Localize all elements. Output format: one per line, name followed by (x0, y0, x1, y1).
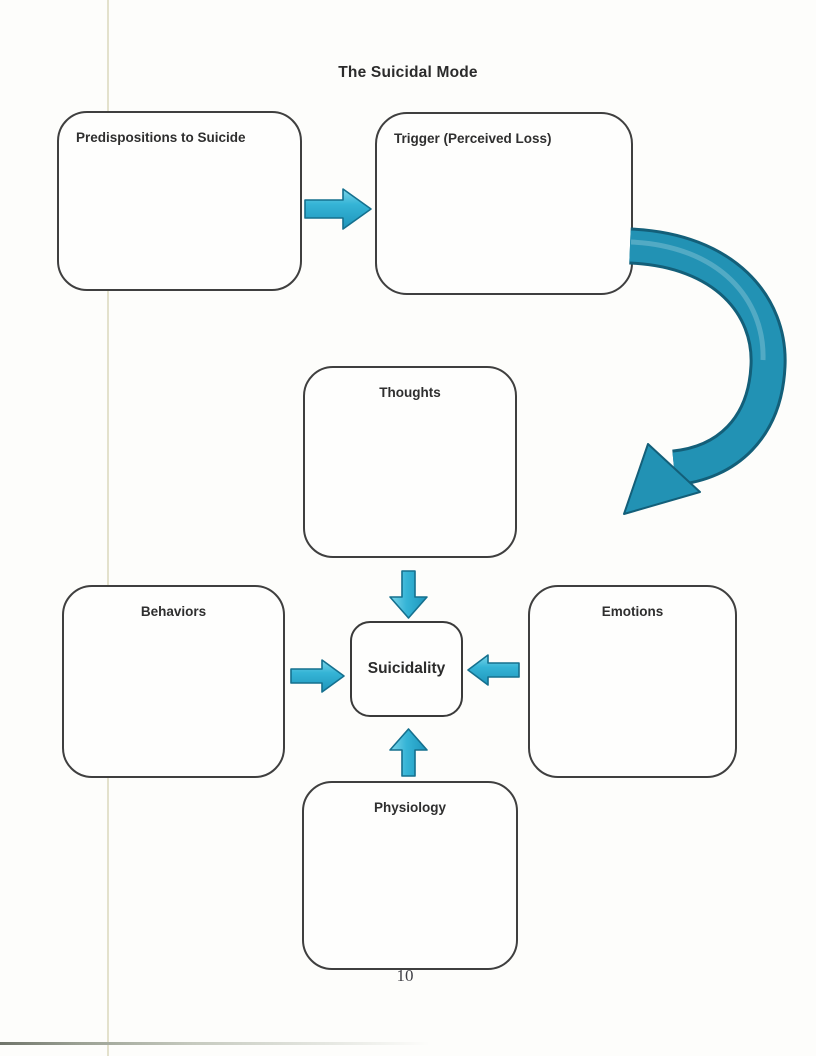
scan-artifact-vertical-line (107, 0, 109, 1056)
page-number: 10 (396, 966, 414, 985)
box-predispositions: Predispositions to Suicide (57, 111, 302, 291)
page-title: The Suicidal Mode (338, 64, 478, 81)
arrow-behaviors-to-suicidality-icon (290, 659, 345, 693)
box-emotions-label: Emotions (601, 604, 664, 619)
box-physiology: Physiology (302, 781, 518, 970)
box-predispositions-label: Predispositions to Suicide (76, 130, 246, 145)
box-behaviors-label: Behaviors (140, 604, 207, 619)
box-trigger: Trigger (Perceived Loss) (375, 112, 633, 295)
box-thoughts: Thoughts (303, 366, 517, 558)
box-suicidality-label: Suicidality (367, 660, 446, 677)
arrow-emotions-to-suicidality-icon (467, 654, 520, 686)
arrow-predispositions-to-trigger-icon (304, 188, 372, 230)
curved-arrow-trigger-down-icon (623, 227, 787, 515)
arrow-thoughts-to-suicidality-icon (389, 570, 428, 619)
box-trigger-label: Trigger (Perceived Loss) (394, 131, 552, 146)
scan-artifact-horizontal-line (0, 1042, 430, 1045)
box-behaviors: Behaviors (62, 585, 285, 778)
box-thoughts-label: Thoughts (379, 385, 441, 400)
box-physiology-label: Physiology (373, 800, 446, 815)
arrow-physiology-to-suicidality-icon (389, 728, 428, 777)
box-emotions: Emotions (528, 585, 737, 778)
box-suicidality: Suicidality (350, 621, 463, 717)
